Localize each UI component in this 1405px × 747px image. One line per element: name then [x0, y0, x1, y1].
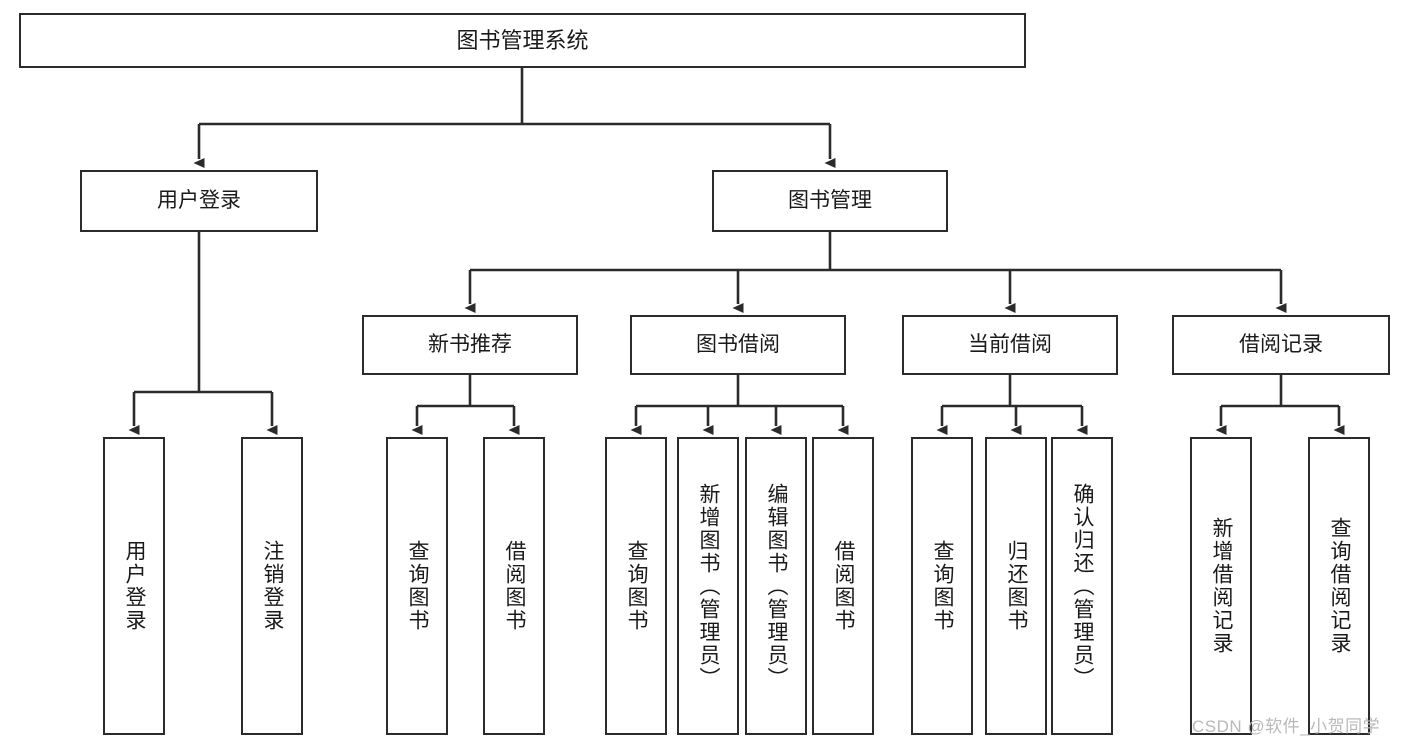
node-book-borrow-label: 图书借阅	[696, 332, 780, 356]
node-leaf-query-book-3[interactable]: 查询图书	[911, 437, 973, 735]
node-borrow-record[interactable]: 借阅记录	[1172, 315, 1390, 375]
node-user-login-label: 用户登录	[157, 188, 241, 212]
node-leaf-borrow-book-1[interactable]: 借阅图书	[483, 437, 545, 735]
node-leaf-add-book-label: 新增图书（管理员）	[697, 482, 721, 690]
node-current-borrow-label: 当前借阅	[968, 332, 1052, 356]
node-leaf-borrow-book-2[interactable]: 借阅图书	[812, 437, 874, 735]
node-leaf-query-book-1[interactable]: 查询图书	[386, 437, 448, 735]
node-book-manage[interactable]: 图书管理	[712, 170, 948, 232]
node-leaf-add-book[interactable]: 新增图书（管理员）	[677, 437, 739, 735]
node-book-manage-label: 图书管理	[788, 188, 872, 212]
node-user-login[interactable]: 用户登录	[80, 170, 318, 232]
node-leaf-query-book-3-label: 查询图书	[931, 540, 955, 632]
node-leaf-add-record[interactable]: 新增借阅记录	[1190, 437, 1252, 735]
node-leaf-user-login-label: 用户登录	[123, 540, 147, 632]
node-current-borrow[interactable]: 当前借阅	[902, 315, 1118, 375]
node-root[interactable]: 图书管理系统	[19, 13, 1026, 68]
node-leaf-logout-label: 注销登录	[261, 540, 285, 632]
node-leaf-return-book[interactable]: 归还图书	[985, 437, 1047, 735]
node-book-borrow[interactable]: 图书借阅	[630, 315, 846, 375]
node-leaf-query-book-2-label: 查询图书	[625, 540, 649, 632]
node-root-label: 图书管理系统	[456, 27, 589, 53]
node-leaf-add-record-label: 新增借阅记录	[1210, 517, 1234, 655]
node-leaf-confirm-return-label: 确认归还（管理员）	[1071, 482, 1095, 690]
watermark-text: CSDN @软件_小贺同学	[1192, 717, 1381, 736]
node-borrow-record-label: 借阅记录	[1239, 332, 1323, 356]
node-new-book-recommend-label: 新书推荐	[428, 332, 512, 356]
node-new-book-recommend[interactable]: 新书推荐	[362, 315, 578, 375]
node-leaf-logout[interactable]: 注销登录	[241, 437, 303, 735]
node-leaf-edit-book[interactable]: 编辑图书（管理员）	[745, 437, 807, 735]
node-leaf-user-login[interactable]: 用户登录	[103, 437, 165, 735]
node-leaf-query-book-2[interactable]: 查询图书	[605, 437, 667, 735]
node-leaf-confirm-return[interactable]: 确认归还（管理员）	[1051, 437, 1113, 735]
node-leaf-query-record-label: 查询借阅记录	[1328, 517, 1352, 655]
node-leaf-edit-book-label: 编辑图书（管理员）	[765, 482, 789, 690]
node-leaf-borrow-book-1-label: 借阅图书	[503, 540, 527, 632]
node-leaf-query-record[interactable]: 查询借阅记录	[1308, 437, 1370, 735]
node-leaf-borrow-book-2-label: 借阅图书	[832, 540, 856, 632]
node-leaf-return-book-label: 归还图书	[1005, 540, 1029, 632]
node-leaf-query-book-1-label: 查询图书	[406, 540, 430, 632]
